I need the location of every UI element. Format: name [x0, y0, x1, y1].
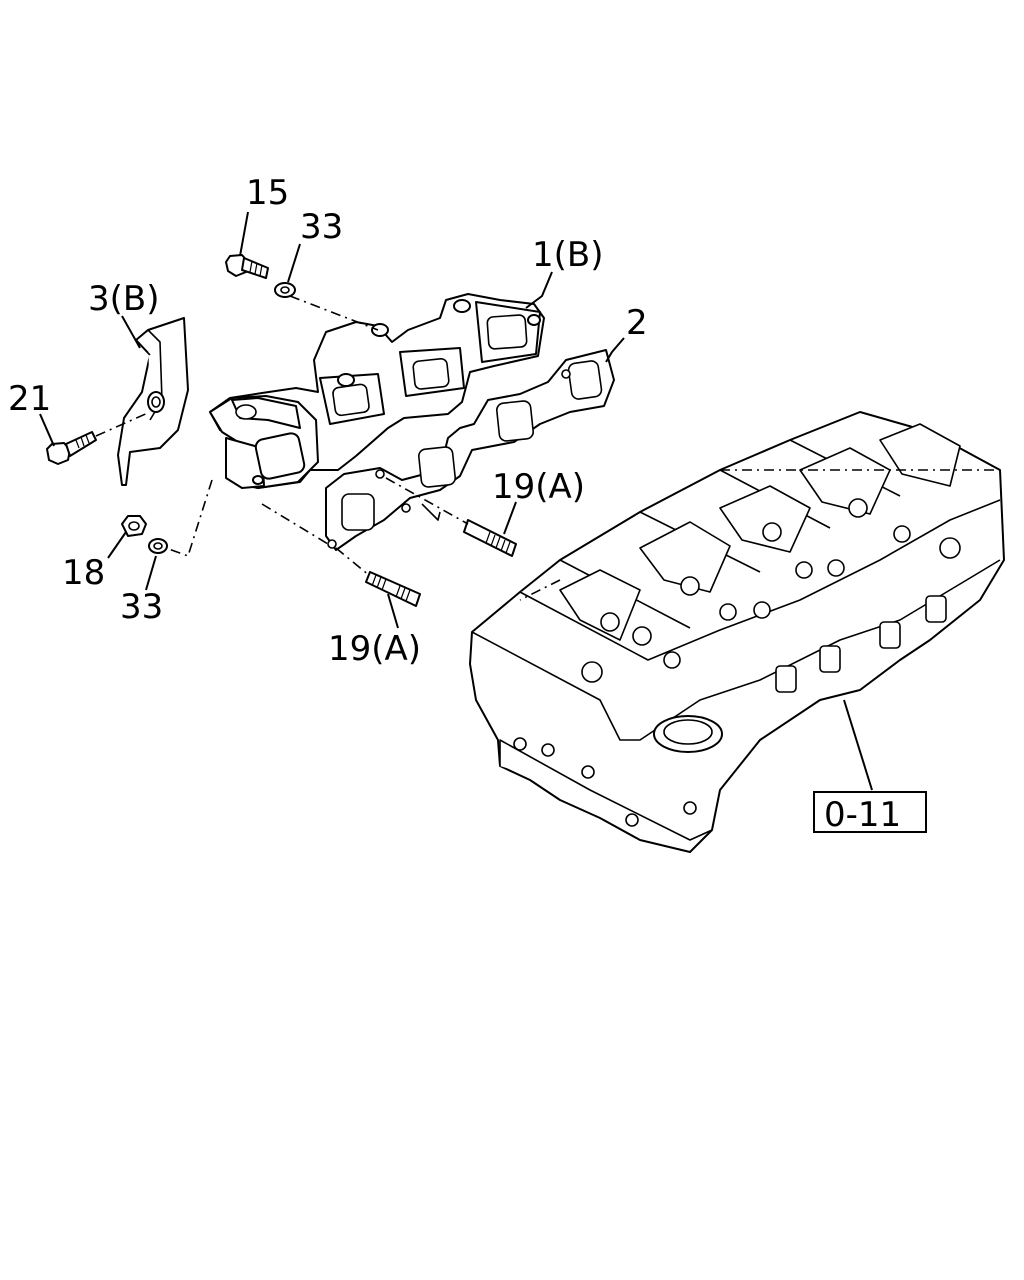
reference-box-0-11[interactable]: 0-11: [813, 791, 927, 835]
washer-33-bottom-part: [148, 538, 168, 554]
heat-shield-part: [117, 317, 189, 486]
callout-15: 15: [246, 173, 289, 213]
callout-labels: 15 33 1(B) 2 3(B) 21 19(A) 18 33 19(A): [8, 173, 648, 669]
exhaust-manifold-part: [209, 293, 545, 489]
leader-lines: [39, 211, 873, 791]
stud-19a-lower-part: [365, 571, 421, 607]
callout-33-bottom: 33: [120, 587, 163, 627]
manifold-gasket-part: [325, 349, 615, 551]
callout-2: 2: [626, 303, 648, 343]
callout-1b: 1(B): [532, 235, 604, 275]
reference-box-label: 0-11: [824, 795, 901, 835]
cylinder-head-part: [469, 411, 1005, 853]
nut-18-part: [121, 515, 147, 537]
bolt-15-part: [225, 254, 269, 279]
washer-33-top-part: [274, 282, 296, 298]
assembly-lines: [95, 295, 1000, 601]
stud-19a-upper-part: [463, 519, 517, 557]
callout-19a-lower: 19(A): [328, 629, 421, 669]
callout-18: 18: [62, 553, 105, 593]
callout-3b: 3(B): [88, 279, 160, 319]
callout-21: 21: [8, 379, 51, 419]
callout-19a-upper: 19(A): [492, 467, 585, 507]
callout-33-top: 33: [300, 207, 343, 247]
bolt-21-part: [46, 431, 97, 465]
